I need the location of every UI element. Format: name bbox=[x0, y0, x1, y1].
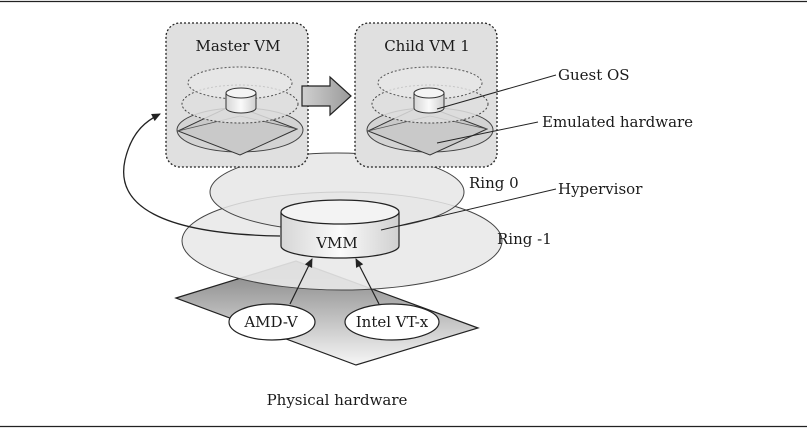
intel-vtx-label: Intel VT-x bbox=[356, 313, 429, 331]
hypervisor-label: Hypervisor bbox=[558, 180, 643, 198]
intel-vtx-ellipse bbox=[344, 303, 440, 341]
emulated-hardware-callout-line bbox=[436, 121, 539, 144]
ring0-label: Ring 0 bbox=[469, 174, 519, 192]
hypervisor-callout-line bbox=[380, 188, 557, 231]
amd-v-arrow bbox=[289, 258, 313, 305]
child-vm-label: Child VM 1 bbox=[384, 37, 470, 55]
vmm-label: VMM bbox=[315, 234, 358, 252]
guest-os-callout-line bbox=[436, 74, 557, 110]
master-vm-box bbox=[165, 22, 309, 168]
clone-block-arrow bbox=[301, 75, 352, 117]
master-vm-label: Master VM bbox=[195, 37, 280, 55]
ring-minus1-label: Ring -1 bbox=[497, 230, 552, 248]
amd-v-ellipse bbox=[228, 303, 316, 341]
spawn-curved-arrow bbox=[123, 113, 281, 237]
intel-vtx-arrow bbox=[355, 258, 380, 305]
guest-os-label: Guest OS bbox=[558, 66, 630, 84]
amd-v-label: AMD-V bbox=[243, 313, 298, 331]
physical-hardware-label: Physical hardware bbox=[267, 391, 408, 409]
child-vm-box bbox=[354, 22, 498, 168]
vmm-cylinder bbox=[280, 199, 400, 259]
emulated-hardware-label: Emulated hardware bbox=[542, 113, 693, 131]
